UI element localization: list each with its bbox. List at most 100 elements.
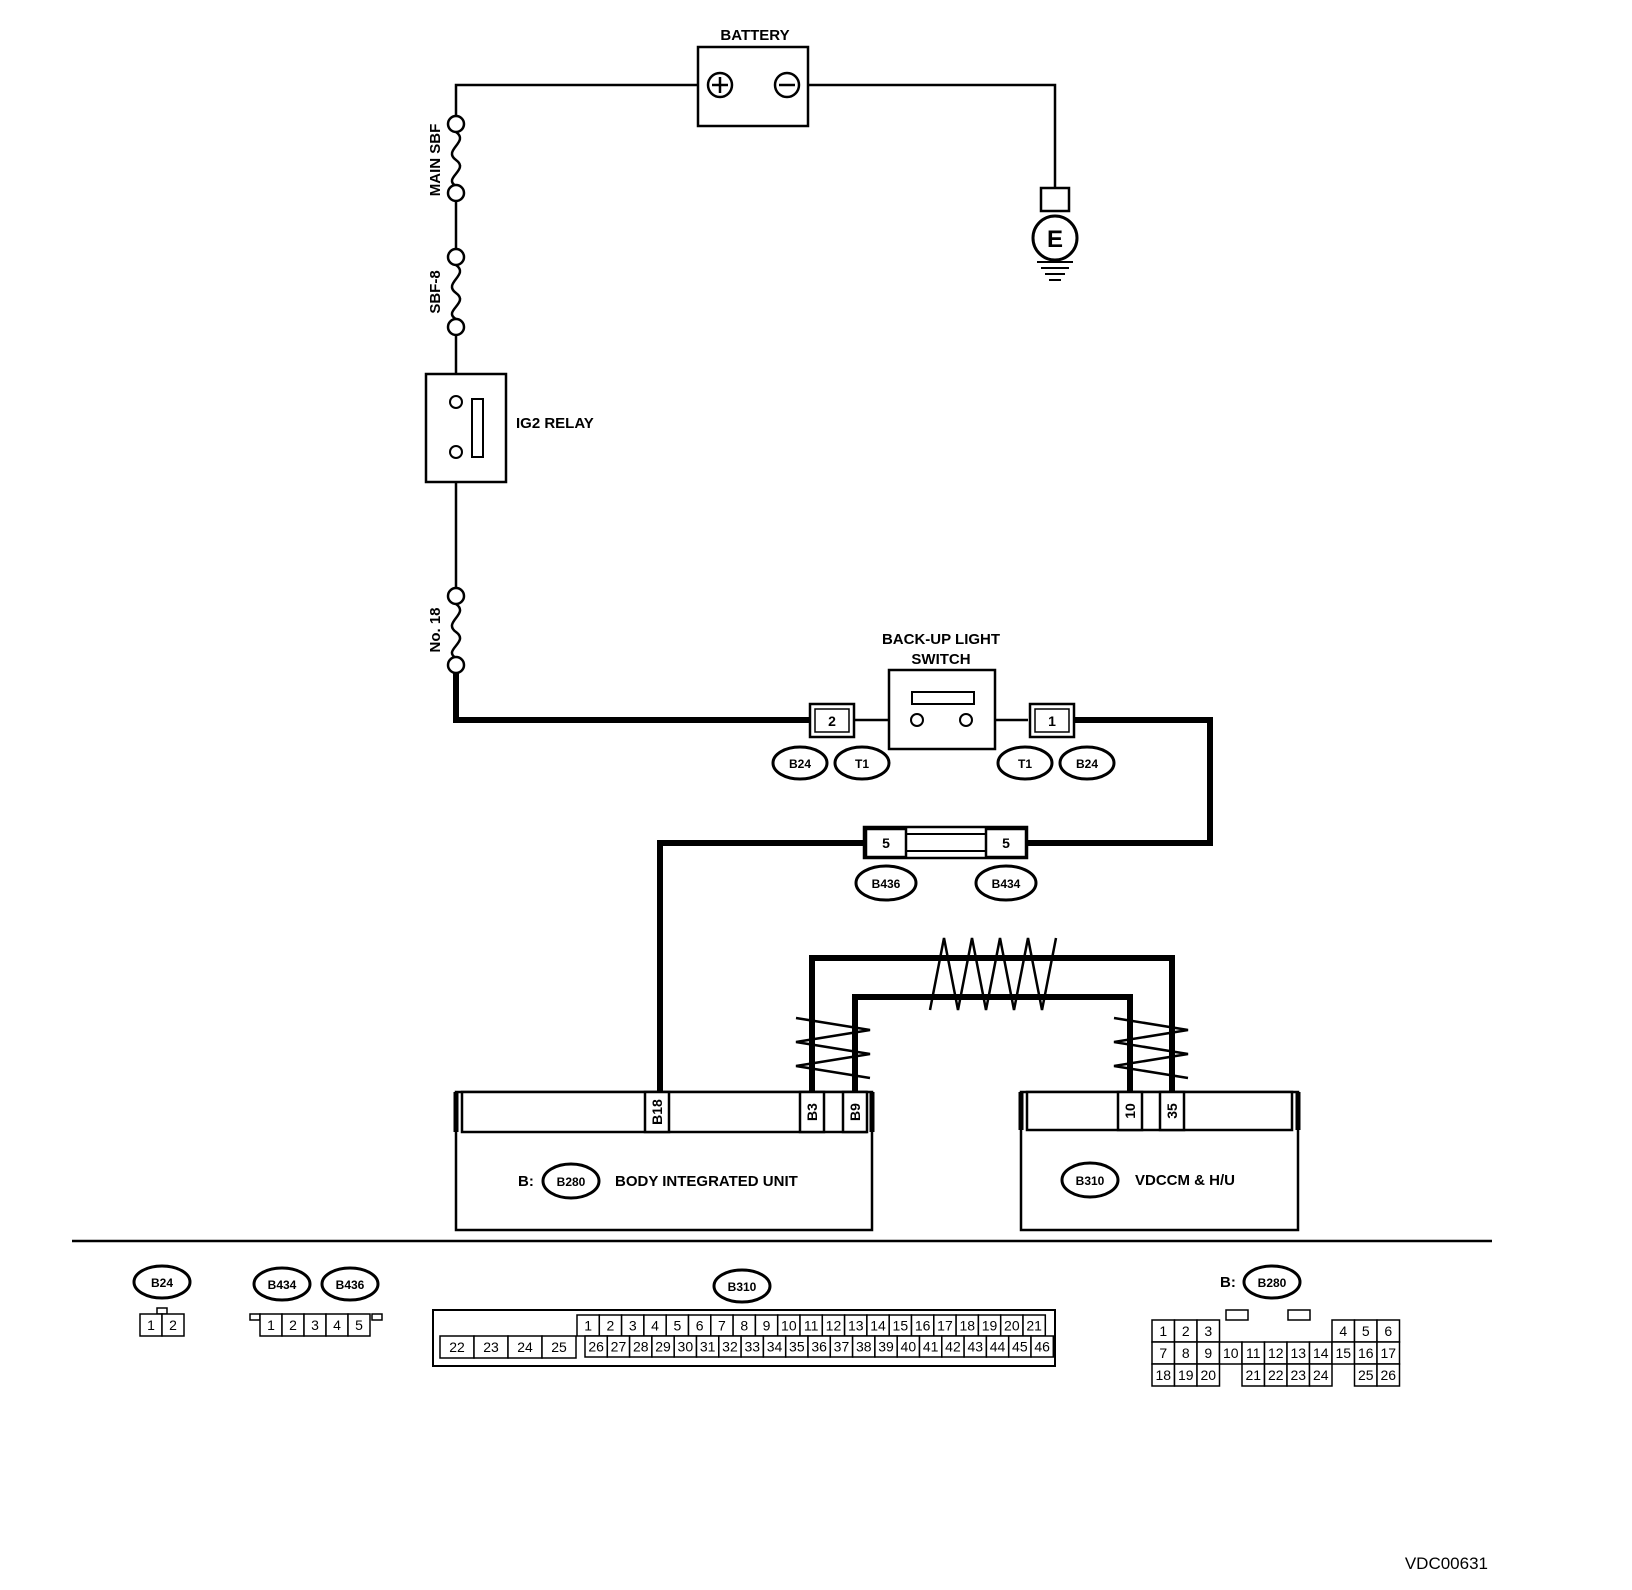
b310-view-pin-46: 46 xyxy=(1034,1339,1050,1355)
b310-view-pin-20: 20 xyxy=(1004,1318,1020,1334)
sbf8-fuse: SBF-8 xyxy=(427,247,466,337)
b280-view-prefix: B: xyxy=(1220,1274,1236,1291)
b310-view-pin-21: 21 xyxy=(1026,1318,1042,1334)
b24-view-pin-1: 1 xyxy=(147,1317,155,1333)
battery-label: BATTERY xyxy=(720,27,789,44)
b310-view-pin-33: 33 xyxy=(744,1339,760,1355)
ground-symbol: E xyxy=(1031,186,1079,281)
b310-view-pin-32: 32 xyxy=(722,1339,738,1355)
b280-view-pin-17: 17 xyxy=(1380,1345,1396,1361)
b310-view-pin-43: 43 xyxy=(967,1339,983,1355)
main-sbf-label: MAIN SBF xyxy=(427,124,444,197)
tag-b436: B436 xyxy=(872,877,901,891)
b280-view-pin-9: 9 xyxy=(1204,1345,1212,1361)
connector-b24-view: B24 1 2 xyxy=(132,1264,192,1337)
b310-view-pin-38: 38 xyxy=(856,1339,872,1355)
b310-view-pin-25: 25 xyxy=(551,1339,567,1355)
b310-view-pin-3: 3 xyxy=(629,1318,637,1334)
b310-view-pin-4: 4 xyxy=(651,1318,659,1334)
b310-view-pin-8: 8 xyxy=(740,1318,748,1334)
b310-view-pin-27: 27 xyxy=(611,1339,627,1355)
ig2-relay: IG2 RELAY xyxy=(424,372,594,484)
b310-view-pin-36: 36 xyxy=(811,1339,827,1355)
b280-view-pin-4: 4 xyxy=(1339,1323,1347,1339)
no18-label: No. 18 xyxy=(427,607,444,652)
b310-view-pin-34: 34 xyxy=(767,1339,783,1355)
b310-view-pin-14: 14 xyxy=(870,1318,886,1334)
switch-pin-2: 2 xyxy=(828,713,836,729)
b310-view-pin-35: 35 xyxy=(789,1339,805,1355)
tag-t1-left: T1 xyxy=(855,757,869,771)
power-wiring xyxy=(453,83,1213,1098)
sbf8-label: SBF-8 xyxy=(427,270,444,313)
b310-view-pin-2: 2 xyxy=(607,1318,615,1334)
b436-view-title: B436 xyxy=(336,1278,365,1292)
biu-prefix: B: xyxy=(518,1173,534,1190)
b280-view-pin-12: 12 xyxy=(1268,1345,1284,1361)
ground-label: E xyxy=(1047,226,1063,253)
b280-view-pin-5: 5 xyxy=(1362,1323,1370,1339)
vdc-pin-35: 35 xyxy=(1164,1103,1180,1119)
b310-view-pin-19: 19 xyxy=(982,1318,998,1334)
b280-view-pin-3: 3 xyxy=(1204,1323,1212,1339)
body-integrated-unit: B18 B3 B9 B: B280 BODY INTEGRATED UNIT xyxy=(453,1090,875,1232)
b24-view-pin-2: 2 xyxy=(169,1317,177,1333)
b280-view-pin-1: 1 xyxy=(1159,1323,1167,1339)
b310-view-pin-37: 37 xyxy=(834,1339,850,1355)
battery: BATTERY xyxy=(696,27,810,128)
b434-view-pin-3: 3 xyxy=(311,1317,319,1333)
switch-pin-1: 1 xyxy=(1048,713,1056,729)
b310-view-pin-7: 7 xyxy=(718,1318,726,1334)
b434-view-pin-2: 2 xyxy=(289,1317,297,1333)
b280-view-pin-20: 20 xyxy=(1200,1367,1216,1383)
b434-view-pin-4: 4 xyxy=(333,1317,341,1333)
b280-view-pin-10: 10 xyxy=(1223,1345,1239,1361)
b434-view-title: B434 xyxy=(268,1278,297,1292)
b280-view-pin-26: 26 xyxy=(1380,1367,1396,1383)
b280-view-pin-15: 15 xyxy=(1335,1345,1351,1361)
tag-b24-right: B24 xyxy=(1076,757,1098,771)
b310-view-pin-29: 29 xyxy=(655,1339,671,1355)
vdccm-hu-unit: 10 35 B310 VDCCM & H/U xyxy=(1018,1090,1301,1232)
b280-view-pin-7: 7 xyxy=(1159,1345,1167,1361)
b280-view-title: B280 xyxy=(1258,1276,1287,1290)
b310-view-pin-41: 41 xyxy=(923,1339,939,1355)
backup-light-switch: BACK-UP LIGHT SWITCH 2 1 B24 T1 T1 B24 xyxy=(771,631,1116,781)
ground-icon xyxy=(1031,214,1079,262)
b280-view-pin-18: 18 xyxy=(1155,1367,1171,1383)
ig2-relay-label: IG2 RELAY xyxy=(516,415,594,432)
backup-switch-title-2: SWITCH xyxy=(911,651,970,668)
inline-connector-b436-b434: 5 5 B436 B434 xyxy=(854,825,1038,902)
b434-view-pin-5: 5 xyxy=(355,1317,363,1333)
b310-view-pin-13: 13 xyxy=(848,1318,864,1334)
b434-view-pin-1: 1 xyxy=(267,1317,275,1333)
b310-view-pin-15: 15 xyxy=(893,1318,909,1334)
backup-switch-title-1: BACK-UP LIGHT xyxy=(882,631,1000,648)
can-twisted-pair xyxy=(795,937,1189,1098)
b310-view-pin-17: 17 xyxy=(937,1318,953,1334)
b280-view-pin-13: 13 xyxy=(1290,1345,1306,1361)
figure-code: VDC00631 xyxy=(1405,1554,1488,1573)
biu-pin-b3: B3 xyxy=(804,1103,820,1121)
tag-b280: B280 xyxy=(557,1175,586,1189)
b310-view-pin-28: 28 xyxy=(633,1339,649,1355)
biu-pin-b18: B18 xyxy=(649,1099,665,1125)
b310-view-pin-22: 22 xyxy=(449,1339,465,1355)
tag-b434: B434 xyxy=(992,877,1021,891)
b280-view-pin-6: 6 xyxy=(1384,1323,1392,1339)
b310-view-pin-31: 31 xyxy=(700,1339,716,1355)
b434-pin-5: 5 xyxy=(1002,835,1010,851)
b280-view-pin-19: 19 xyxy=(1178,1367,1194,1383)
b310-view-pin-45: 45 xyxy=(1012,1339,1028,1355)
b310-view-pin-44: 44 xyxy=(990,1339,1006,1355)
b310-view-pin-42: 42 xyxy=(945,1339,961,1355)
b310-view-pin-6: 6 xyxy=(696,1318,704,1334)
b310-view-pin-18: 18 xyxy=(959,1318,975,1334)
b280-view-pin-14: 14 xyxy=(1313,1345,1329,1361)
tag-b24-left: B24 xyxy=(789,757,811,771)
main-sbf-fuse: MAIN SBF xyxy=(427,114,466,203)
b310-view-pin-23: 23 xyxy=(483,1339,499,1355)
vdccm-label: VDCCM & H/U xyxy=(1135,1172,1235,1189)
b280-view-pin-24: 24 xyxy=(1313,1367,1329,1383)
